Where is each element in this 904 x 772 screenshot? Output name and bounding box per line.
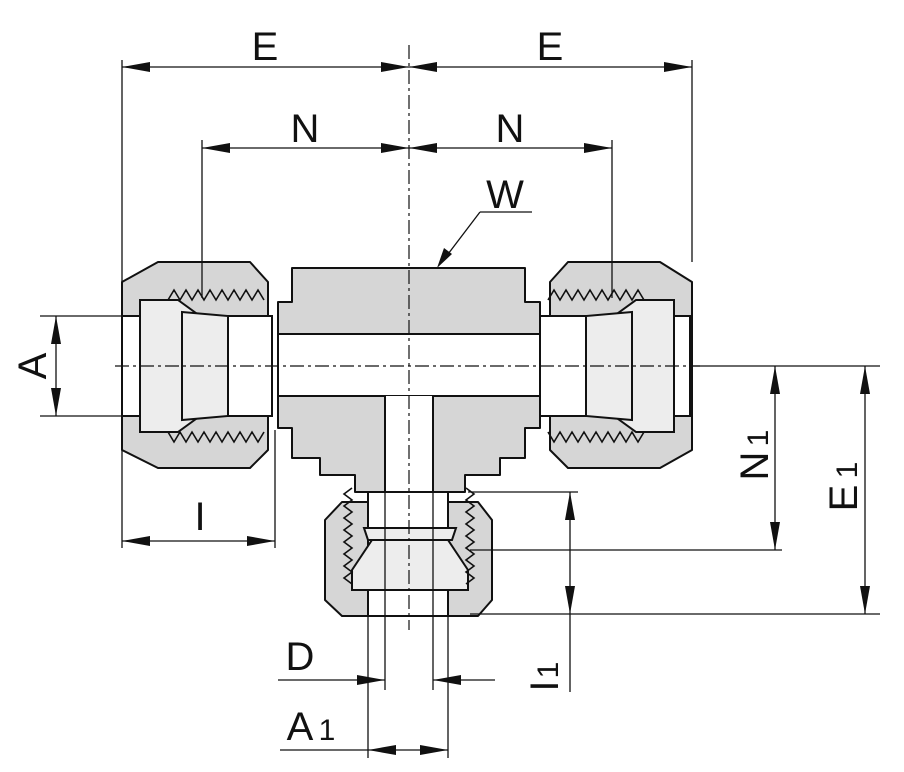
label-n-right: N	[496, 107, 525, 151]
bottom-back-ferrule	[362, 527, 458, 541]
label-i1: I 1	[523, 662, 567, 692]
label-n1: N 1	[733, 430, 777, 481]
bottom-thread-left	[342, 487, 354, 585]
left-thread-bottom	[167, 430, 265, 444]
svg-text:A: A	[287, 705, 314, 749]
svg-text:1: 1	[532, 662, 565, 679]
label-e-left: E	[252, 25, 279, 69]
bottom-thread-right	[464, 487, 476, 585]
label-e1: E 1	[822, 462, 866, 512]
svg-text:N: N	[733, 452, 777, 481]
label-a: A	[11, 352, 55, 379]
label-n-left: N	[291, 107, 320, 151]
dimension-labels: E E N N W A I N 1 E 1 I 1 D A 1	[11, 25, 866, 749]
right-thread-bottom	[547, 430, 645, 444]
right-thread-top	[547, 288, 645, 302]
bottom-front-ferrule	[351, 539, 469, 591]
label-e-right: E	[537, 25, 564, 69]
label-a1: A 1	[287, 705, 336, 749]
label-i: I	[194, 495, 205, 539]
label-w: W	[486, 173, 524, 217]
svg-text:I: I	[523, 680, 567, 691]
label-d: D	[286, 635, 315, 679]
svg-text:1: 1	[831, 462, 864, 479]
tee-fitting	[115, 45, 700, 630]
svg-text:E: E	[822, 485, 866, 512]
svg-text:1: 1	[319, 714, 336, 747]
dimensions	[40, 60, 880, 758]
left-back-ferrule	[181, 310, 229, 422]
left-thread-top	[167, 288, 265, 302]
svg-text:1: 1	[742, 430, 775, 447]
